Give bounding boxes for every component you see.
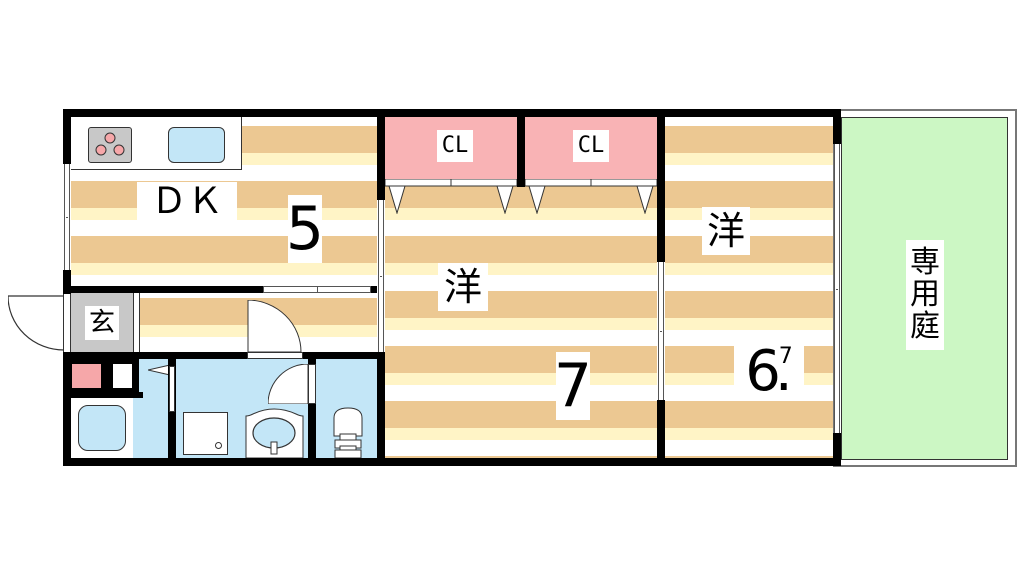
closet-1-folding-door[interactable] [385,179,517,214]
dk-room-size: 5 [285,194,325,264]
wall-left-mid [63,270,71,294]
wall-corridor-bottom-left [63,352,247,359]
wall-closet-divider [517,109,525,187]
western7-sliding-door[interactable] [378,200,384,352]
wall-right-upper [833,109,841,144]
wall-right-lower [833,433,841,466]
washbasin-icon [245,408,304,458]
washroom-door[interactable] [268,364,308,404]
closet-2-folding-door[interactable] [525,179,657,214]
wall-western-divider-upper [657,109,665,262]
wall-bottom [63,458,841,466]
western7-room-size: 7 [553,351,593,421]
drain-icon [215,442,222,449]
wall-left-lower [63,352,71,466]
wall-left-upper [63,109,71,164]
dk-sliding-door[interactable] [263,286,371,293]
wall-bath-right [133,359,139,398]
entrance-label: 玄 [85,306,119,340]
wall-dk-western7-upper [377,109,385,200]
closet-1-label: CL [437,130,473,162]
entrance-step [133,293,140,352]
toilet-icon [332,406,364,458]
closet-2-label: CL [573,130,609,162]
wall-bath-top [63,392,143,398]
bathtub-icon [78,405,126,451]
corridor-door[interactable] [247,300,302,352]
wall-top [63,109,841,117]
kitchen-sink-icon [168,127,225,163]
wall-dk-western7-lower [377,352,385,466]
toilet-partition-opening [308,364,316,404]
western67-sliding-door[interactable] [658,262,664,400]
garden-label-char-2: 用 [910,277,940,312]
wall-corridor-bottom-right [303,352,385,359]
dk-left-window[interactable] [64,164,70,270]
wall-dk-bottom [63,286,263,293]
shoe-cabinet-white [113,364,132,388]
bathroom-partition-opening [169,366,175,412]
western67-size-main: 6 [745,339,781,404]
western67-room-size: 6 . 7 [734,343,804,400]
stove-icon [88,127,132,163]
western-67-floor [665,117,833,458]
shoe-cabinet-pink [72,364,101,388]
western67-room-label: 洋 [702,207,750,255]
garden-label: 専 用 庭 [906,240,944,350]
western67-size-decimal: 7 [778,344,793,369]
garden-label-char-1: 専 [910,245,940,280]
toilet-partition [308,359,316,458]
western67-size-dot: . [774,339,793,404]
garden-label-char-3: 庭 [910,309,940,344]
western7-room-label: 洋 [438,263,488,311]
shower-pan-icon [183,412,228,455]
entrance-door[interactable] [8,294,64,352]
entrance-door-opening [63,294,71,352]
wall-dk-bottom-end [371,286,377,293]
corridor-door-threshold [247,352,303,359]
dk-room-label: ＤＫ [137,182,237,222]
wall-western-divider-lower [657,400,665,466]
garden-window[interactable] [834,144,840,433]
